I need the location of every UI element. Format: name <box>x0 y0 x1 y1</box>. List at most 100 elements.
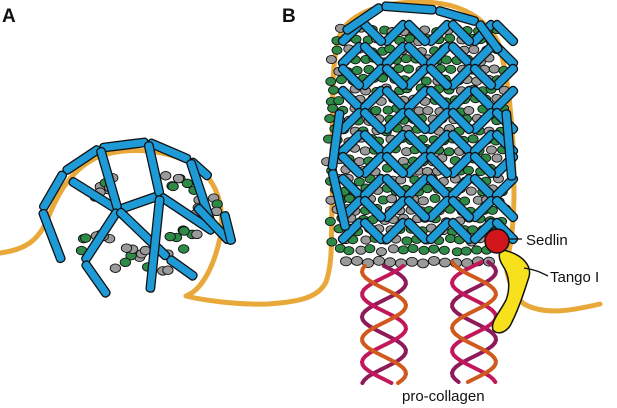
adaptor-blob <box>326 237 338 247</box>
helix-strand <box>449 260 499 384</box>
coat-rod <box>425 63 453 91</box>
adaptor-blob <box>191 229 203 240</box>
adaptor-blob <box>376 247 387 257</box>
coat-rod <box>381 63 409 91</box>
procollagen-label: pro-collagen <box>402 388 485 405</box>
panel-label-b: B <box>282 6 296 27</box>
helix-strand <box>449 260 498 384</box>
coat-rod <box>501 109 517 181</box>
adaptor-blob <box>387 244 399 254</box>
coat-rod <box>403 107 431 135</box>
coat-rod <box>425 151 453 179</box>
adaptor-blob <box>428 256 440 266</box>
adaptor-blob <box>351 255 363 266</box>
coat-rod <box>219 211 237 245</box>
adaptor-blob <box>386 194 398 204</box>
adaptor-blob <box>429 193 441 203</box>
adaptor-blob <box>463 105 475 116</box>
coat-rod <box>337 63 365 91</box>
coat-rod <box>381 151 409 179</box>
adaptor-blob <box>403 64 415 74</box>
coat-rod <box>491 195 519 223</box>
coat-rod <box>81 260 111 298</box>
adaptor-blob <box>328 85 339 95</box>
adaptor-blob <box>373 255 385 266</box>
adaptor-blob <box>397 245 409 255</box>
adaptor-blob <box>80 233 92 243</box>
sedlin-label: Sedlin <box>526 232 568 249</box>
adaptor-blob <box>336 75 347 85</box>
adaptor-blob <box>445 64 457 74</box>
coat-rod <box>403 195 431 223</box>
adaptor-blob <box>417 196 429 206</box>
adaptor-blob <box>359 146 371 156</box>
adaptor-blob <box>443 147 455 157</box>
coat-rod <box>475 20 503 54</box>
coat-rod <box>447 19 475 47</box>
coat-rod <box>403 19 431 47</box>
adaptor-blob <box>324 216 336 227</box>
adaptor-blob <box>439 257 451 268</box>
adaptor-blob <box>486 145 497 155</box>
coat-rod <box>447 195 475 223</box>
adaptor-blob <box>120 243 133 253</box>
adaptor-blob <box>167 181 179 192</box>
adaptor-blob <box>351 65 363 76</box>
coat-rod <box>491 19 519 47</box>
adaptor-blob <box>422 106 434 116</box>
adaptor-blob <box>421 184 433 194</box>
tango-label: Tango I <box>550 269 599 286</box>
adaptor-blob <box>355 245 367 255</box>
procollagen-helices <box>359 260 499 385</box>
adaptor-blob <box>401 236 413 246</box>
coat-cage-a <box>38 137 237 298</box>
adaptor-blob <box>324 113 336 124</box>
adaptor-blob <box>400 54 412 64</box>
adaptor-blob <box>488 64 500 74</box>
adaptor-blob <box>162 265 174 275</box>
coat-rod <box>38 208 66 264</box>
adaptor-blob <box>340 256 352 267</box>
adaptor-blob <box>444 33 456 43</box>
coat-rod <box>166 255 198 281</box>
adaptor-blob <box>331 45 343 55</box>
coat-rod <box>145 195 165 293</box>
adaptor-blob <box>370 105 382 116</box>
coat-rod <box>359 107 387 135</box>
sedlin-shape <box>484 228 510 254</box>
adaptor-blob <box>406 256 418 267</box>
adaptor-blob <box>491 153 503 163</box>
coat-rod <box>359 195 387 223</box>
adaptor-blob <box>428 244 440 254</box>
adaptor-blob <box>468 45 480 55</box>
adaptor-blob <box>343 246 355 256</box>
helix-strand <box>359 264 409 385</box>
adaptor-blob <box>420 76 432 86</box>
adaptor-blob <box>181 178 194 189</box>
adaptor-blob <box>440 55 452 65</box>
coat-rod <box>447 107 475 135</box>
adaptor-blob <box>178 226 190 236</box>
adaptor-blob <box>407 243 419 254</box>
adaptor-blob <box>178 244 190 254</box>
adaptor-blob <box>119 257 132 268</box>
adaptor-blob <box>160 171 172 181</box>
coat-rod <box>469 63 497 91</box>
adaptor-blob <box>467 134 479 144</box>
adaptor-blob <box>327 103 339 113</box>
adaptor-blob <box>109 263 122 273</box>
adaptor-blob <box>325 76 337 87</box>
panel-label-a: A <box>2 6 16 27</box>
coat-rod <box>337 151 365 179</box>
coat-cage-b <box>327 1 519 245</box>
tango-shape <box>491 249 531 334</box>
adaptor-blob <box>438 245 450 255</box>
adaptor-blob <box>418 245 430 255</box>
tango-pointer <box>523 267 549 277</box>
adaptor-blob <box>445 233 456 244</box>
helix-strand <box>359 264 409 385</box>
adaptor-blob <box>417 258 429 269</box>
adaptor-blob <box>172 173 185 184</box>
coat-rod <box>327 169 351 231</box>
adaptor-blob <box>364 244 376 254</box>
